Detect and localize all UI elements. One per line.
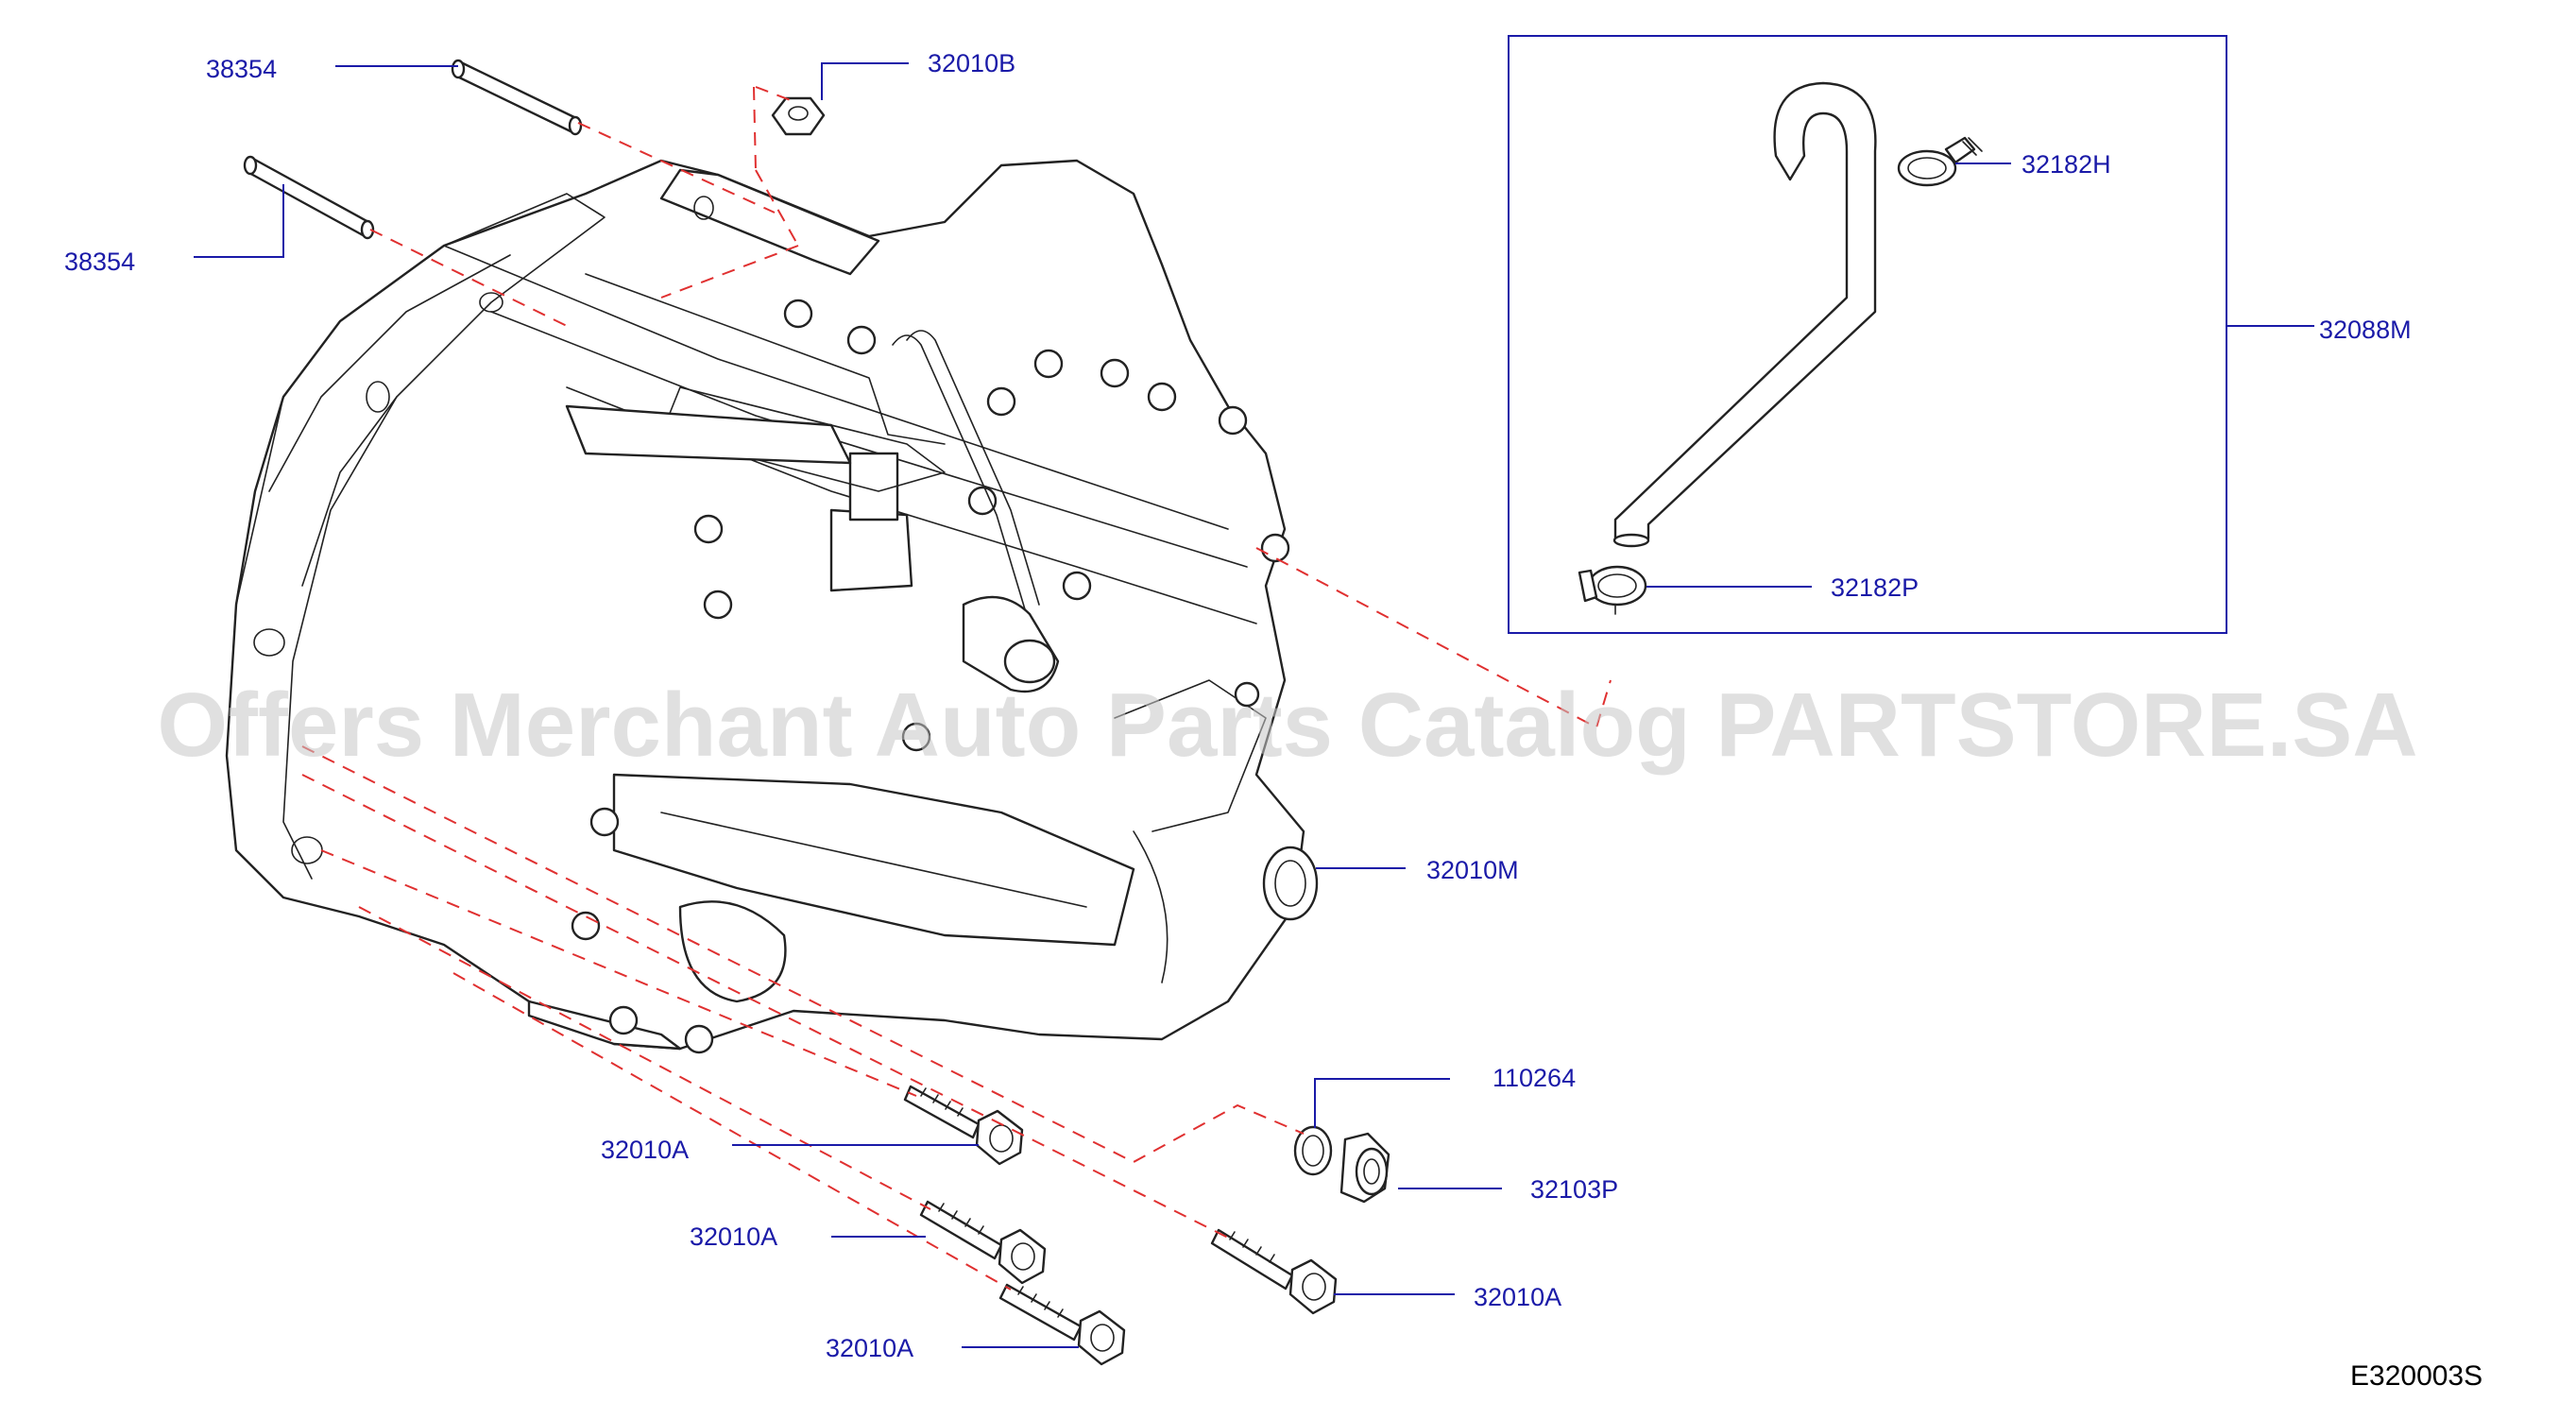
stud-lower: [243, 155, 375, 240]
hose-assembly: [1508, 35, 2227, 634]
label-bolt-3[interactable]: 32010A: [1474, 1283, 1561, 1311]
label-bolt-1[interactable]: 32010A: [601, 1136, 689, 1164]
label-stud-lower[interactable]: 38354: [64, 248, 135, 276]
bolt-3: [1210, 1228, 1338, 1315]
label-bolt-4[interactable]: 32010A: [826, 1334, 913, 1362]
clamp-h: [1897, 136, 1983, 187]
label-stud-upper[interactable]: 38354: [206, 55, 277, 83]
label-washer[interactable]: 110264: [1493, 1064, 1576, 1092]
drain-plug: [1339, 1132, 1390, 1204]
label-drain-plug[interactable]: 32103P: [1530, 1175, 1618, 1204]
nut-top: [771, 96, 826, 136]
stud-upper: [451, 59, 583, 136]
bolt-4: [998, 1283, 1126, 1366]
label-transmission-case[interactable]: 32010M: [1426, 856, 1519, 884]
label-clamp-p[interactable]: 32182P: [1831, 573, 1919, 602]
bolt-2: [919, 1200, 1047, 1285]
inset-frame: [1508, 35, 2227, 634]
leader-lines: [194, 62, 2314, 1348]
label-bolt-2[interactable]: 32010A: [690, 1222, 777, 1251]
bolt-1: [903, 1085, 1024, 1166]
label-clamp-h[interactable]: 32182H: [2022, 150, 2111, 179]
washer: [1293, 1125, 1333, 1176]
case-bolt-heads: [571, 299, 1290, 1054]
diagram-code: E320003S: [2350, 1360, 2482, 1392]
watermark: Offers Merchant Auto Parts Catalog PARTS…: [157, 675, 2417, 776]
clamp-p: [1578, 565, 1647, 615]
label-nut-top[interactable]: 32010B: [928, 49, 1015, 77]
transmission-case: [225, 159, 1319, 1054]
label-hose-assembly[interactable]: 32088M: [2319, 316, 2412, 344]
